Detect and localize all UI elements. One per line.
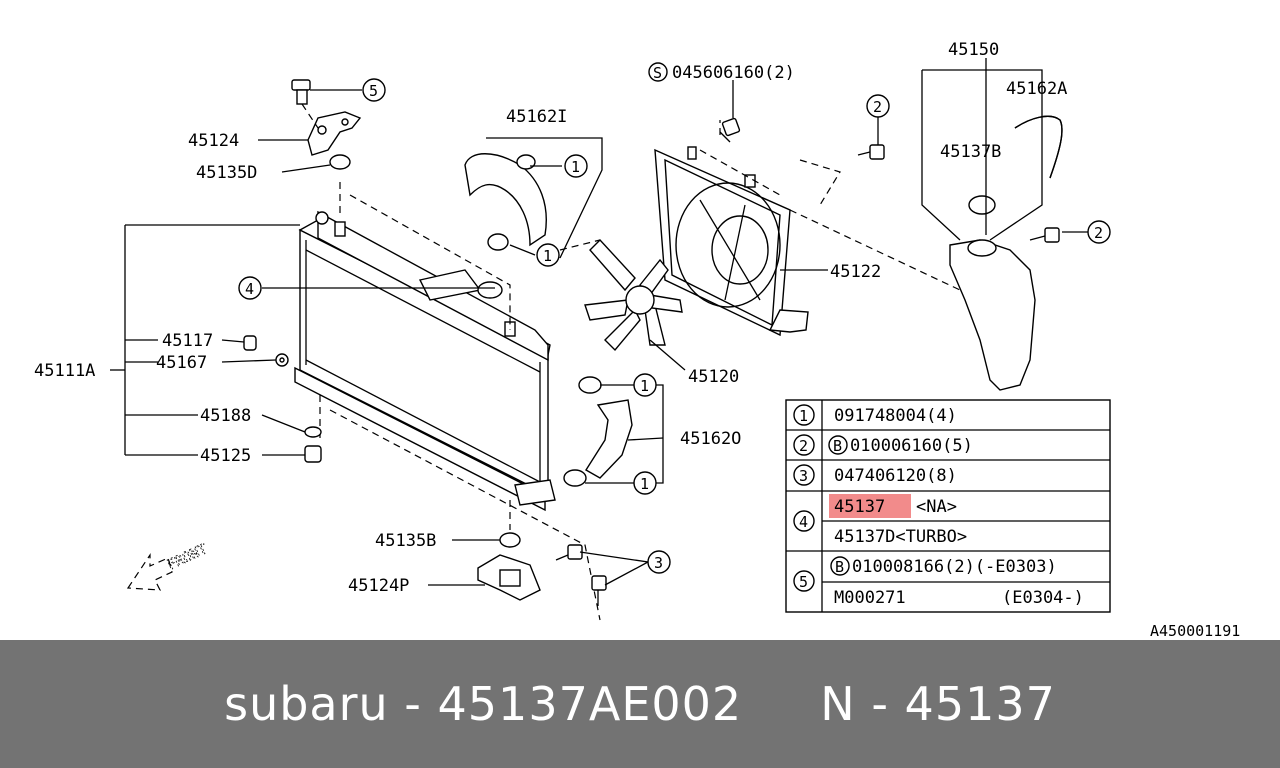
label-45150: 45150 xyxy=(948,40,999,60)
ref-3: 3 xyxy=(654,554,663,572)
lower-bracket xyxy=(477,532,541,601)
ref-2-a: 2 xyxy=(873,98,882,116)
legend-text-2: 010006160(5) xyxy=(850,436,973,456)
upper-bracket xyxy=(291,79,362,170)
ref-1-b: 1 xyxy=(543,247,552,265)
lower-hose xyxy=(563,376,633,487)
legend-text-3: 047406120(8) xyxy=(834,466,957,486)
front-arrow: FRONT xyxy=(126,541,211,591)
label-45137b: 45137B xyxy=(940,142,1001,162)
ref-4: 4 xyxy=(245,280,254,298)
legend-highlight-part: 45137 xyxy=(834,497,885,517)
label-45117: 45117 xyxy=(162,331,213,351)
ref-5-top: 5 xyxy=(369,82,378,100)
ref-1-a: 1 xyxy=(571,158,580,176)
label-45162i: 45162I xyxy=(506,107,567,127)
s-badge-letter: S xyxy=(653,64,662,82)
legend-badge-5: B xyxy=(835,558,844,576)
figure-id: A450001191 xyxy=(1150,622,1240,640)
label-45124: 45124 xyxy=(188,131,239,151)
legend-text-5b: M000271 xyxy=(834,588,906,608)
label-45167: 45167 xyxy=(156,353,207,373)
label-45111a: 45111A xyxy=(34,361,95,381)
label-45135b: 45135B xyxy=(375,531,436,551)
label-45188: 45188 xyxy=(200,406,251,426)
parts-diagram: FRONT 45150 45162A 45137B 45162I 45124 4… xyxy=(34,40,1240,640)
footer-banner: subaru - 45137AE002 N - 45137 xyxy=(0,640,1280,768)
legend-table: 1 2 3 4 5 091748004(4) B 010006160(5) 04… xyxy=(785,399,1111,613)
legend-badge-2: B xyxy=(833,437,842,455)
ref-1-d: 1 xyxy=(640,475,649,493)
bolts xyxy=(555,117,1060,606)
label-45122: 45122 xyxy=(830,262,881,282)
label-45135d: 45135D xyxy=(196,163,257,183)
legend-num-2: 2 xyxy=(799,437,808,455)
label-45124p: 45124P xyxy=(348,576,409,596)
reservoir-tank xyxy=(921,58,1063,391)
legend-text-1: 091748004(4) xyxy=(834,406,957,426)
upper-hose xyxy=(464,153,601,251)
legend-num-1: 1 xyxy=(799,407,808,425)
legend-text-5: 010008166(2)(-E0303) xyxy=(852,557,1057,577)
small-parts-left xyxy=(243,335,322,463)
circle-refs: 5 4 1 1 1 1 2 2 3 xyxy=(238,78,1111,574)
label-45125: 45125 xyxy=(200,446,251,466)
legend-num-4: 4 xyxy=(799,513,808,531)
callout-labels: 45150 45162A 45137B 45162I 45124 45135D … xyxy=(34,40,1240,640)
highlight-box xyxy=(829,494,911,518)
ref-1-c: 1 xyxy=(640,377,649,395)
legend-num-3: 3 xyxy=(799,467,808,485)
ref-2-b: 2 xyxy=(1094,224,1103,242)
legend-num-5: 5 xyxy=(799,573,808,591)
s-badge xyxy=(648,62,668,82)
label-45120: 45120 xyxy=(688,367,739,387)
leader-lines xyxy=(110,80,1088,586)
label-45162a: 45162A xyxy=(1006,79,1067,99)
legend-text-4: <NA> xyxy=(916,497,957,517)
fan-shroud xyxy=(654,120,961,337)
legend-text-4b: 45137D<TURBO> xyxy=(834,527,967,547)
legend-text-5c: (E0304-) xyxy=(1002,588,1084,608)
fan-blade xyxy=(584,238,686,371)
front-label: FRONT xyxy=(165,541,210,574)
label-45162o: 45162O xyxy=(680,429,741,449)
footer-part-number: subaru - 45137AE002 N - 45137 xyxy=(224,677,1056,731)
label-bolt-s: 045606160(2) xyxy=(672,63,795,83)
